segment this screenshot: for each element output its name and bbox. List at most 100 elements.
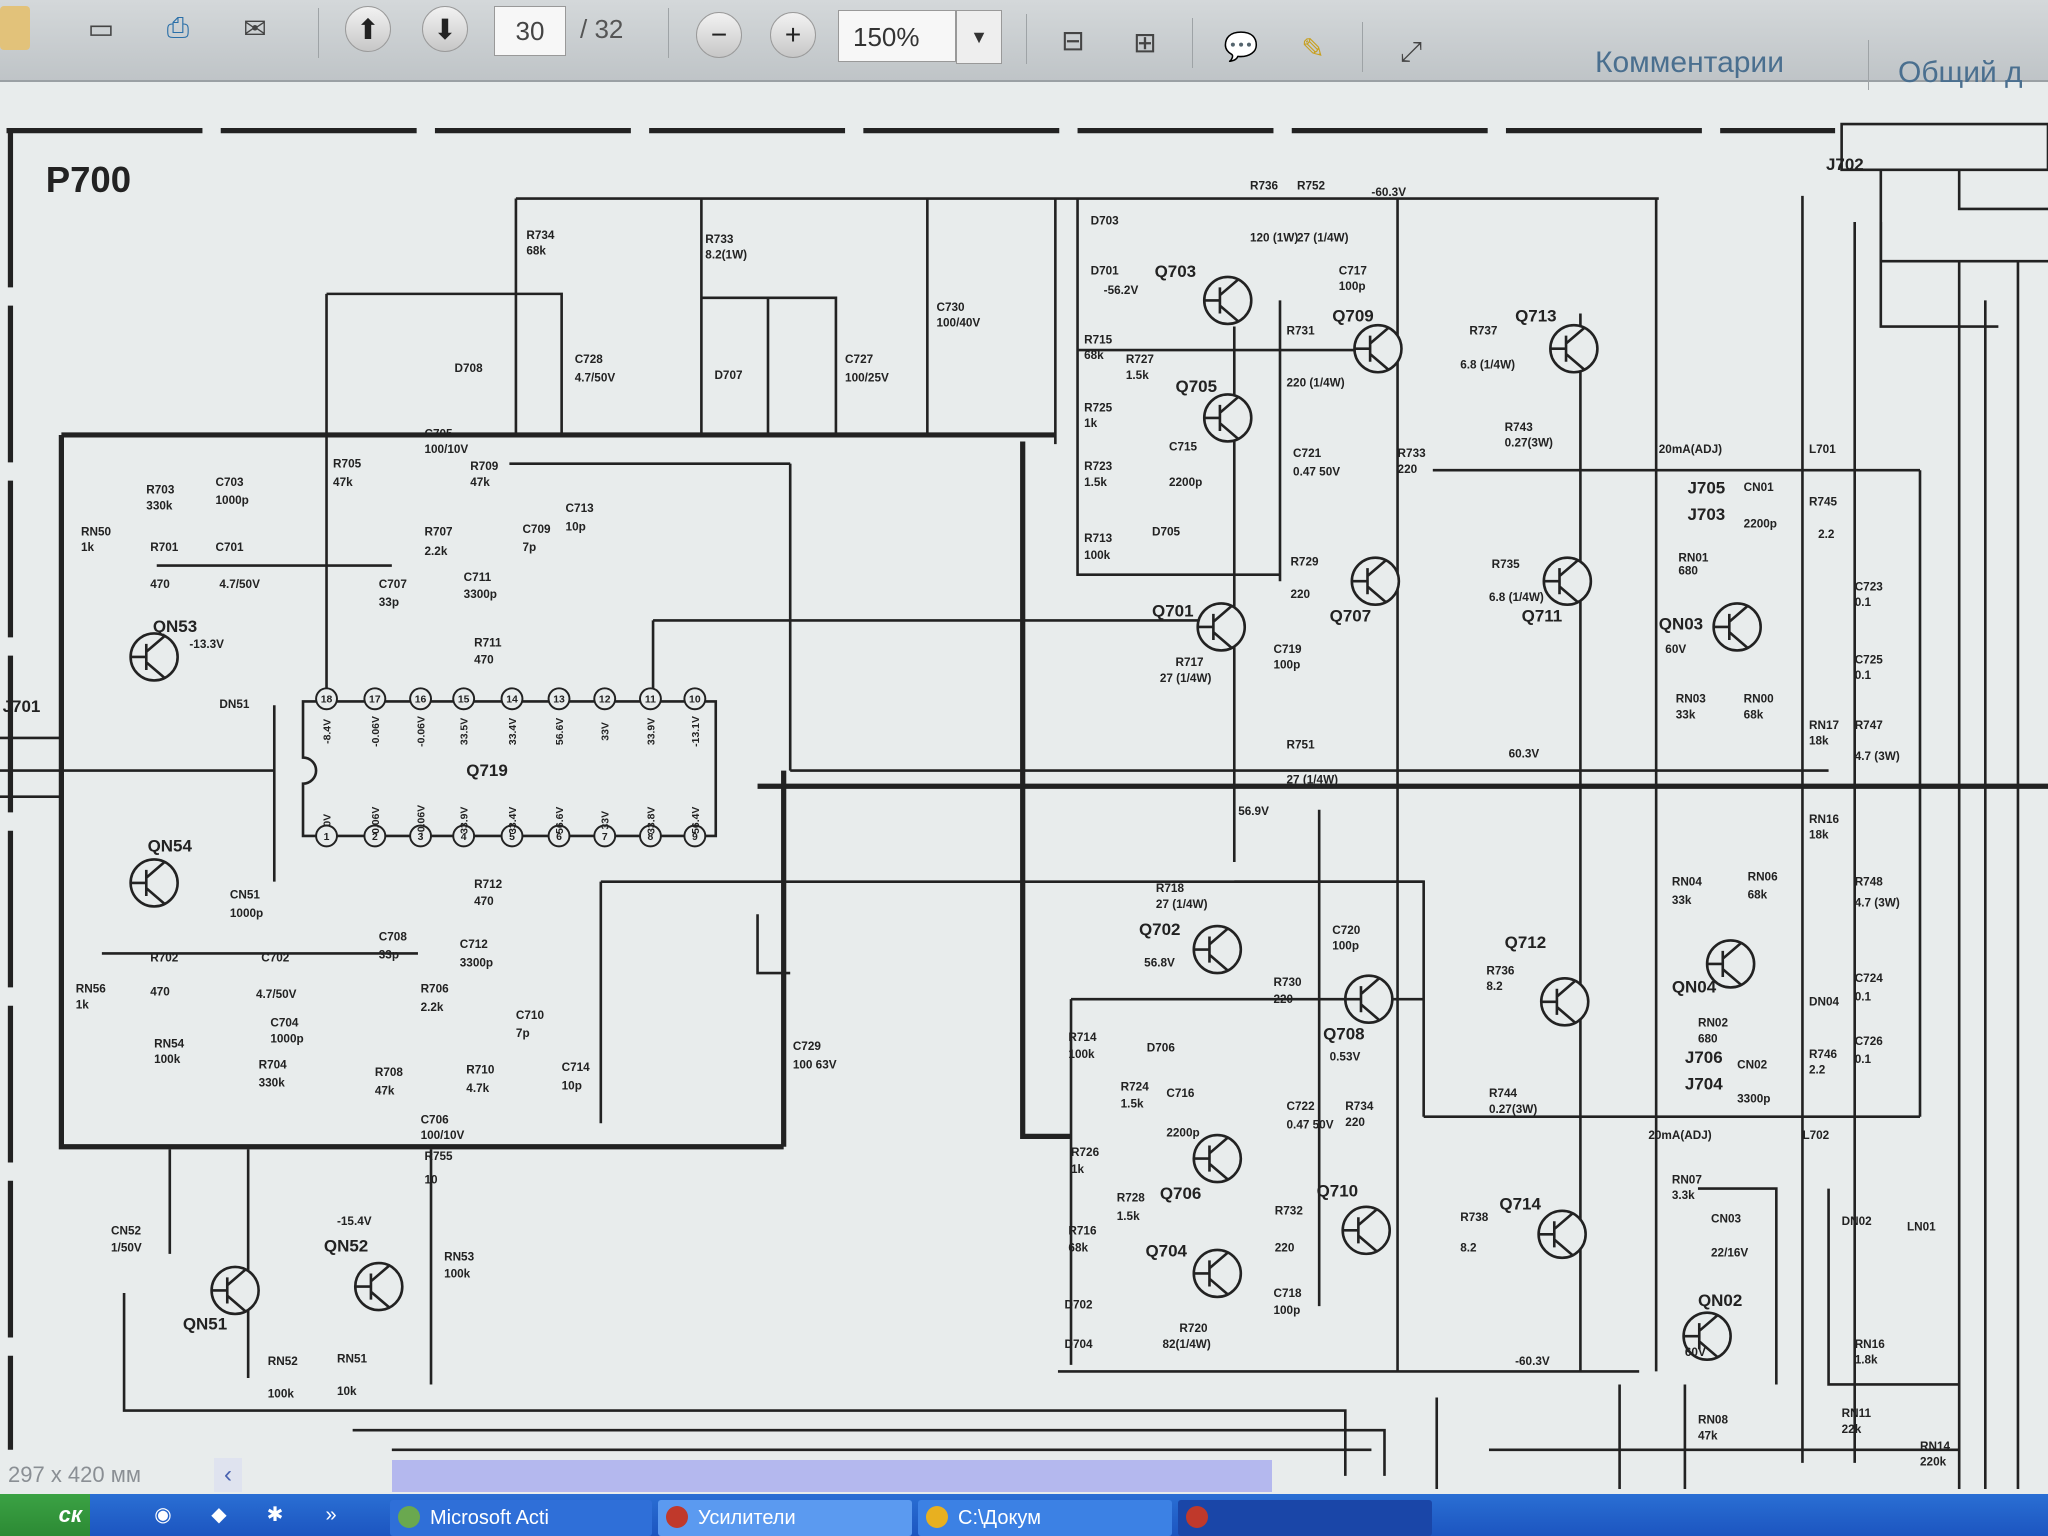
comment-icon[interactable]: 💬 — [1223, 30, 1259, 62]
ic-pin-voltage: -13.1V — [691, 716, 702, 747]
component-label: 100k — [154, 1053, 181, 1066]
next-page-icon[interactable]: ⬇ — [422, 6, 468, 52]
component-label: RN08 — [1698, 1414, 1729, 1427]
schematic-title: P700 — [46, 159, 131, 200]
task-button[interactable]: C:\Докум — [918, 1500, 1172, 1536]
component-label: -60.3V — [1371, 186, 1406, 199]
component-label: C729 — [793, 1040, 822, 1053]
component-label: 1.5k — [1121, 1098, 1144, 1111]
component-label: R730 — [1273, 976, 1302, 989]
print-icon[interactable]: ⎙ — [166, 11, 190, 43]
transistor-symbol — [1341, 1205, 1392, 1256]
email-icon[interactable]: ✉ — [243, 12, 267, 44]
component-label: 0.53V — [1330, 1051, 1361, 1064]
component-label: 68k — [1068, 1241, 1088, 1254]
component-label: D705 — [1152, 526, 1181, 539]
component-label: 27 (1/4W) — [1156, 898, 1208, 911]
ic-pin — [547, 824, 571, 848]
component-label: D701 — [1091, 264, 1120, 277]
ic-pin-number: 8 — [648, 832, 654, 843]
fullscreen-icon[interactable]: ⤢ — [1399, 35, 1423, 67]
comments-tab[interactable]: Комментарии — [1595, 46, 1784, 79]
component-label: 22/16V — [1711, 1246, 1748, 1259]
component-label: 0.27(3W) — [1505, 437, 1553, 450]
component-label: CN51 — [230, 889, 261, 902]
transistor-symbol — [1192, 1248, 1243, 1299]
task-label: C:\Докум — [958, 1507, 1041, 1529]
component-label: -60.3V — [1515, 1355, 1550, 1368]
transistor-symbol — [1353, 323, 1403, 374]
component-label: RN01 — [1678, 552, 1709, 565]
component-label: RN52 — [268, 1355, 299, 1368]
fit-width-icon[interactable]: ⊞ — [1133, 26, 1157, 58]
component-label: Q713 — [1515, 306, 1557, 325]
component-label: R745 — [1809, 495, 1838, 508]
component-label: C707 — [379, 578, 408, 591]
component-label: 18k — [1809, 829, 1829, 842]
zoom-out-icon[interactable]: − — [696, 12, 742, 58]
ic-pin-number: 13 — [553, 695, 565, 706]
component-label: 68k — [1744, 708, 1764, 721]
ic-pin-number: 15 — [458, 695, 470, 706]
task-button[interactable]: Усилители — [658, 1500, 912, 1536]
task-button[interactable]: Microsoft Acti — [390, 1500, 652, 1536]
page-number-input[interactable]: 30 — [494, 6, 566, 56]
quicklaunch-tool-icon[interactable]: ✱ — [266, 1504, 284, 1526]
start-button[interactable]: ск — [0, 1494, 90, 1536]
component-label: 3300p — [1737, 1092, 1770, 1105]
component-label: 100k — [444, 1267, 471, 1280]
zoom-level-input[interactable]: 150% — [838, 10, 956, 62]
zoom-in-icon[interactable]: + — [770, 12, 816, 58]
component-label: 27 (1/4W) — [1287, 774, 1339, 787]
component-label: Q711 — [1522, 607, 1563, 626]
component-label: -15.4V — [337, 1215, 372, 1228]
component-label: 4.7k — [466, 1082, 489, 1095]
ic-pin-voltage: 33.4V — [508, 718, 519, 745]
share-tab[interactable]: Общий д — [1898, 56, 2023, 89]
component-label: C709 — [522, 523, 551, 536]
fit-page-icon[interactable]: ⊟ — [1061, 24, 1085, 56]
transistor-symbol — [1705, 939, 1756, 989]
component-label: RN07 — [1672, 1173, 1703, 1186]
component-label: C714 — [562, 1061, 591, 1074]
component-label: 470 — [150, 578, 170, 591]
component-label: 3300p — [464, 588, 497, 601]
save-icon[interactable]: ▭ — [87, 12, 115, 44]
transistor-symbol — [1682, 1311, 1732, 1361]
quicklaunch-app-icon[interactable]: ◆ — [211, 1504, 227, 1526]
quicklaunch-overflow[interactable]: » — [325, 1504, 337, 1526]
component-label: 56.8V — [1144, 957, 1175, 970]
open-icon[interactable] — [0, 6, 30, 50]
component-label: 68k — [1084, 349, 1104, 362]
component-label: C712 — [460, 938, 489, 951]
component-label: 220 (1/4W) — [1287, 377, 1345, 390]
component-label: R751 — [1287, 738, 1316, 751]
component-label: RN03 — [1676, 693, 1707, 706]
ic-pin-number: 5 — [509, 832, 515, 843]
component-label: C710 — [516, 1009, 545, 1022]
component-label: R716 — [1068, 1224, 1097, 1237]
component-label: 10k — [337, 1385, 357, 1398]
component-label: C715 — [1169, 441, 1198, 454]
component-label: 220 — [1290, 588, 1310, 601]
zoom-dropdown-chevron-icon[interactable]: ▼ — [956, 10, 1002, 64]
scroll-left-arrow-icon[interactable]: ‹ — [214, 1458, 242, 1492]
component-label: 1k — [1084, 417, 1098, 430]
component-label: C730 — [936, 301, 965, 314]
horizontal-scrollbar-thumb[interactable] — [392, 1460, 1272, 1492]
component-label: Q714 — [1499, 1194, 1541, 1213]
prev-page-icon[interactable]: ⬆ — [345, 6, 391, 52]
task-button[interactable] — [1178, 1500, 1432, 1536]
component-label: R744 — [1489, 1087, 1518, 1100]
component-label: 1.5k — [1126, 369, 1149, 382]
ic-pin-number: 6 — [556, 832, 562, 843]
component-label: 8.2(1W) — [705, 249, 747, 262]
component-label: Q712 — [1505, 933, 1547, 952]
highlight-icon[interactable]: ✎ — [1301, 32, 1325, 64]
component-label: 33k — [1676, 708, 1696, 721]
page-total: / 32 — [580, 14, 624, 44]
quicklaunch-browser-icon[interactable]: ◉ — [154, 1504, 172, 1526]
component-label: 1.5k — [1084, 476, 1107, 489]
component-label: RN53 — [444, 1250, 475, 1263]
component-label: 60V — [1685, 1346, 1706, 1359]
